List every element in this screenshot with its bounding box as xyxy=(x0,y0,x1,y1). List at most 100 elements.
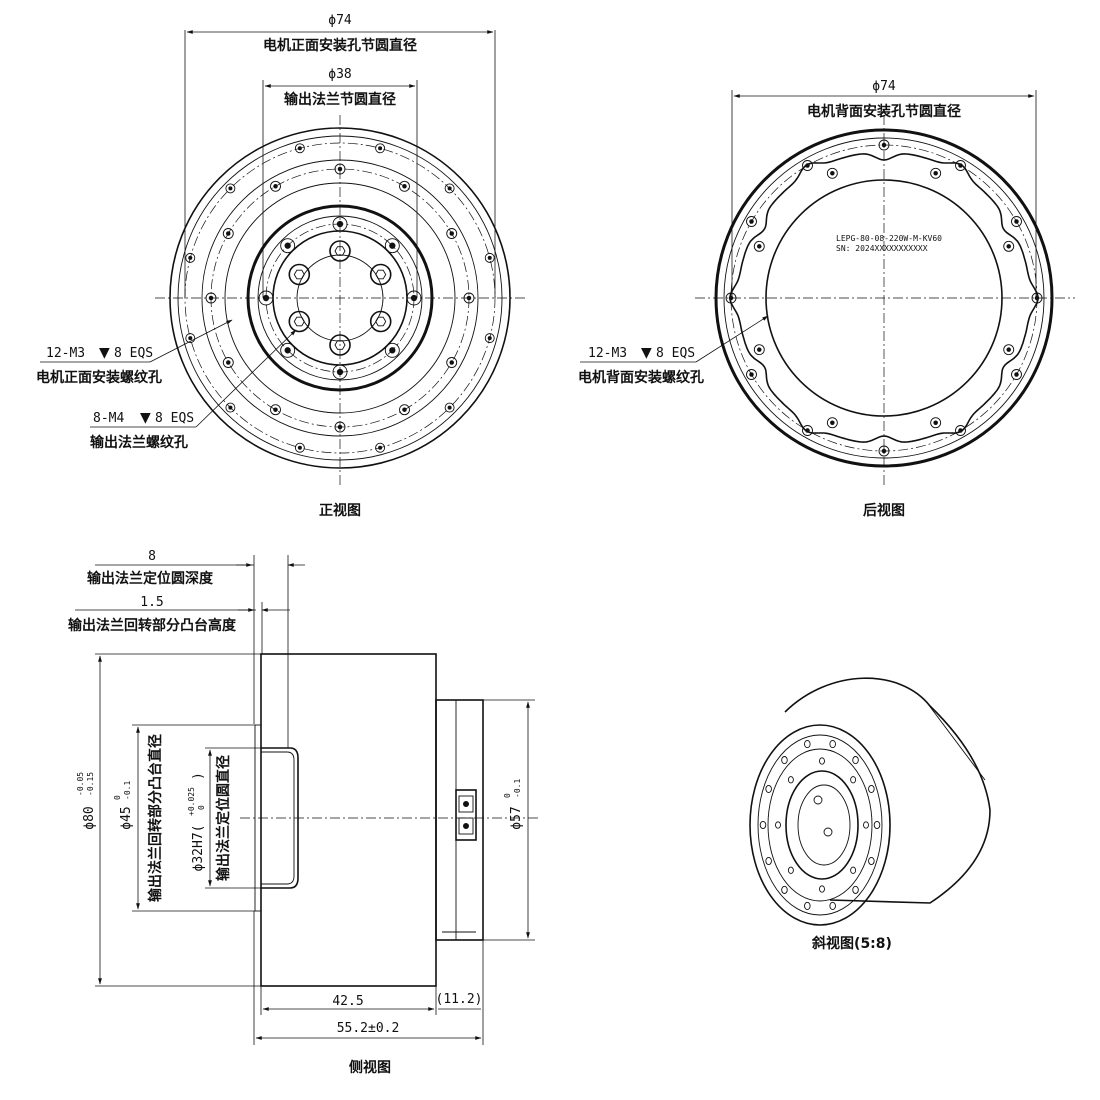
side-dim-rear-tol-up: 0 xyxy=(503,793,512,798)
side-dim-boss-dia-tol-lo: -0.1 xyxy=(123,781,132,800)
front-outer-circle xyxy=(169,127,511,469)
flange-hole xyxy=(280,238,296,254)
depth-symbol-icon: ▼ xyxy=(99,345,110,361)
front-flange-boss xyxy=(246,204,434,392)
side-dim-locate: ϕ32H7( xyxy=(191,825,206,872)
front-view-caption: 正视图 xyxy=(319,502,361,519)
front-view: ϕ74 电机正面安装孔节圆直径 ϕ38 输出法兰节圆直径 12-M3 ▼ 8 E… xyxy=(36,13,525,519)
flange-hole xyxy=(406,290,422,306)
mid-hole xyxy=(1003,344,1015,356)
side-view: 8 输出法兰定位圆深度 1.5 输出法兰回转部分凸台高度 ϕ80 -0.05 -… xyxy=(68,549,540,1076)
mid-hole xyxy=(930,417,942,429)
front-callout2-desc: 输出法兰螺纹孔 xyxy=(90,434,188,451)
mid-hole xyxy=(863,821,869,829)
mount-hole xyxy=(759,820,767,830)
side-dim-len-rear: (11.2) xyxy=(436,992,483,1007)
side-dim-boss-dia: ϕ45 xyxy=(119,806,134,829)
mount-hole xyxy=(725,292,737,304)
mount-hole xyxy=(444,183,455,194)
mount-hole xyxy=(185,333,196,344)
front-dim-inner-desc: 输出法兰节圆直径 xyxy=(284,91,396,108)
side-main-body xyxy=(260,653,437,987)
hex-bolt xyxy=(369,263,392,286)
mid-hole xyxy=(205,292,217,304)
hex-bolt xyxy=(369,310,392,333)
mount-hole xyxy=(868,784,875,794)
mount-hole xyxy=(852,756,859,765)
back-label-model: LEPG-80-08-220W-M-KV60 xyxy=(836,234,942,243)
side-dim-body-tol-up: -0.05 xyxy=(76,772,85,796)
side-dim-len-total: 55.2±0.2 xyxy=(337,1021,400,1036)
front-flange-holes xyxy=(258,216,422,380)
back-view-caption: 后视图 xyxy=(863,502,905,519)
mid-hole xyxy=(399,404,410,416)
depth-symbol-icon: ▼ xyxy=(641,345,652,361)
mount-hole xyxy=(802,160,813,171)
mount-hole xyxy=(375,143,386,154)
mount-hole xyxy=(444,402,455,413)
back-outer-circle xyxy=(714,128,1054,468)
iso-body-outline xyxy=(784,677,991,904)
mount-hole xyxy=(878,445,890,457)
side-dim-boss: 1.5 xyxy=(140,595,163,610)
mid-hole xyxy=(753,240,765,252)
mid-hole xyxy=(819,885,825,893)
mount-hole xyxy=(225,183,236,194)
front-callout1-spec: 12-M3 xyxy=(46,346,85,361)
side-view-caption: 侧视图 xyxy=(349,1059,391,1076)
flange-hole xyxy=(332,364,348,380)
mount-hole xyxy=(868,856,875,866)
mid-hole xyxy=(850,866,857,874)
back-label-sn: SN: 2024XXXXXXXXXXX xyxy=(836,244,928,253)
mount-hole xyxy=(955,160,966,171)
mount-hole xyxy=(484,333,495,344)
mid-hole xyxy=(850,776,857,784)
mount-hole xyxy=(829,901,836,910)
hex-bolt xyxy=(329,334,351,356)
mount-hole xyxy=(802,425,813,436)
side-dim-rear-tol-lo: -0.1 xyxy=(513,779,522,798)
front-mid-holes xyxy=(205,163,475,433)
mount-hole xyxy=(804,740,811,749)
mid-hole xyxy=(446,228,458,239)
hex-bolt xyxy=(288,310,311,333)
front-hex-bolts xyxy=(288,240,392,356)
back-dim-outer: ϕ74 xyxy=(872,79,896,94)
side-connector xyxy=(455,789,477,841)
mid-hole xyxy=(446,357,458,368)
back-callout-depth: 8 EQS xyxy=(656,346,695,361)
mount-hole xyxy=(1011,216,1022,227)
mount-hole xyxy=(1031,292,1043,304)
iso-front-face xyxy=(749,724,891,926)
mount-hole xyxy=(185,252,196,263)
flange-hole xyxy=(332,216,348,232)
side-dim-body-tol-lo: -0.15 xyxy=(86,772,95,796)
mount-hole xyxy=(375,442,386,453)
mid-hole xyxy=(1003,240,1015,252)
mid-hole xyxy=(334,163,346,175)
back-view: LEPG-80-08-220W-M-KV60 SN: 2024XXXXXXXXX… xyxy=(578,79,1075,519)
side-dim-locate-tol-lo: 0 xyxy=(197,805,206,810)
mid-hole xyxy=(222,228,234,239)
mid-hole xyxy=(270,404,281,416)
mid-hole xyxy=(222,357,234,368)
back-dim-outer-desc: 电机背面安装孔节圆直径 xyxy=(807,103,961,120)
mount-hole xyxy=(873,820,881,830)
mount-hole xyxy=(781,756,788,765)
hex-bolt xyxy=(329,240,351,262)
mount-hole xyxy=(294,442,305,453)
side-dim-boss-dia-desc: 输出法兰回转部分凸台直径 xyxy=(147,734,164,902)
mid-hole xyxy=(775,821,781,829)
flange-hole xyxy=(280,342,296,358)
mount-hole xyxy=(746,369,757,380)
side-dim-depth: 8 xyxy=(148,549,156,564)
front-callout2-depth: 8 EQS xyxy=(155,411,194,426)
mid-hole xyxy=(463,292,475,304)
mid-hole xyxy=(787,866,794,874)
mid-hole xyxy=(270,180,281,192)
mid-hole xyxy=(334,421,346,433)
front-dim-outer-desc: 电机正面安装孔节圆直径 xyxy=(263,37,417,54)
mount-hole xyxy=(781,885,788,894)
mount-hole xyxy=(746,216,757,227)
